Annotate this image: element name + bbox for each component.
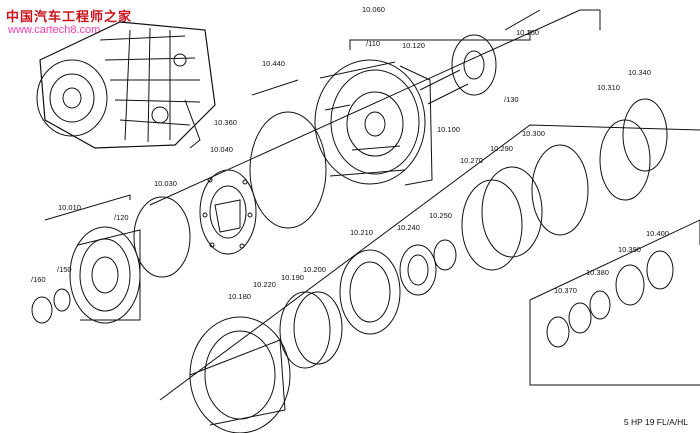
bolt-10160 [504, 9, 541, 31]
ring-10380 [589, 290, 611, 320]
clutch-disc-10270 [461, 179, 523, 271]
label-10040: 10.040 [210, 145, 233, 154]
ring-10370-a [546, 316, 570, 348]
watermark-site-name: 中国汽车工程师之家 [6, 9, 133, 24]
label-10390: 10.390 [618, 245, 641, 254]
label-10210: 10.210 [350, 228, 373, 237]
label-10380: 10.380 [586, 268, 609, 277]
ring-10370-b [568, 302, 592, 334]
label-110: /110 [366, 39, 380, 48]
clutch-disc-10290 [481, 166, 543, 258]
label-10010: 10.010 [58, 203, 81, 212]
housing-10060 [314, 59, 433, 186]
seal-150 [53, 288, 71, 312]
label-10310: 10.310 [597, 83, 620, 92]
bolt-10440 [251, 79, 299, 96]
label-10100: 10.100 [437, 125, 460, 134]
label-10440: 10.440 [262, 59, 285, 68]
seal-160 [31, 296, 53, 324]
label-160: /160 [31, 275, 46, 284]
label-10370: 10.370 [554, 286, 577, 295]
group-outline-10060 [44, 9, 700, 401]
label-10190: 10.190 [281, 273, 304, 282]
label-10180: 10.180 [228, 292, 251, 301]
part-labels: 10.060 /110 10.120 10.160 10.440 /130 10… [31, 5, 669, 301]
ring-10200 [293, 291, 343, 365]
snap-ring-10250 [433, 239, 457, 271]
seal-ring-10030 [133, 196, 191, 278]
ring-10390 [615, 264, 645, 306]
clutch-disc-10300 [531, 144, 589, 236]
label-10160: 10.160 [516, 28, 539, 37]
label-10300: 10.300 [522, 129, 545, 138]
piston-10210 [339, 249, 401, 335]
ring-10400 [646, 250, 674, 290]
spring-retainer-10240 [399, 244, 437, 296]
ring-10340 [622, 98, 668, 172]
shaft-10120 [419, 34, 497, 105]
label-10220: 10.220 [253, 280, 276, 289]
label-10030: 10.030 [154, 179, 177, 188]
label-10340: 10.340 [628, 68, 651, 77]
model-code: 5 HP 19 FL/A/HL [623, 417, 688, 427]
ring-10310 [599, 119, 651, 201]
ring-10190 [279, 291, 331, 369]
label-130: /130 [504, 95, 519, 104]
label-120: /120 [114, 213, 129, 222]
pump-body-10010 [69, 226, 141, 324]
label-10120: 10.120 [402, 41, 425, 50]
clutch-housing-10180 [189, 316, 291, 433]
o-ring-10360 [249, 111, 327, 229]
watermark-url: www.cartech8.com [8, 24, 101, 36]
pump-plate-10040 [199, 169, 257, 255]
label-10060: 10.060 [362, 5, 385, 14]
label-150: /150 [57, 265, 72, 274]
transmission-assembly-drawing [36, 21, 216, 149]
label-10400: 10.400 [646, 229, 669, 238]
label-10360: 10.360 [214, 118, 237, 127]
label-10200: 10.200 [303, 265, 326, 274]
label-10240: 10.240 [397, 223, 420, 232]
label-10290: 10.290 [490, 144, 513, 153]
label-10250: 10.250 [429, 211, 452, 220]
label-10270: 10.270 [460, 156, 483, 165]
